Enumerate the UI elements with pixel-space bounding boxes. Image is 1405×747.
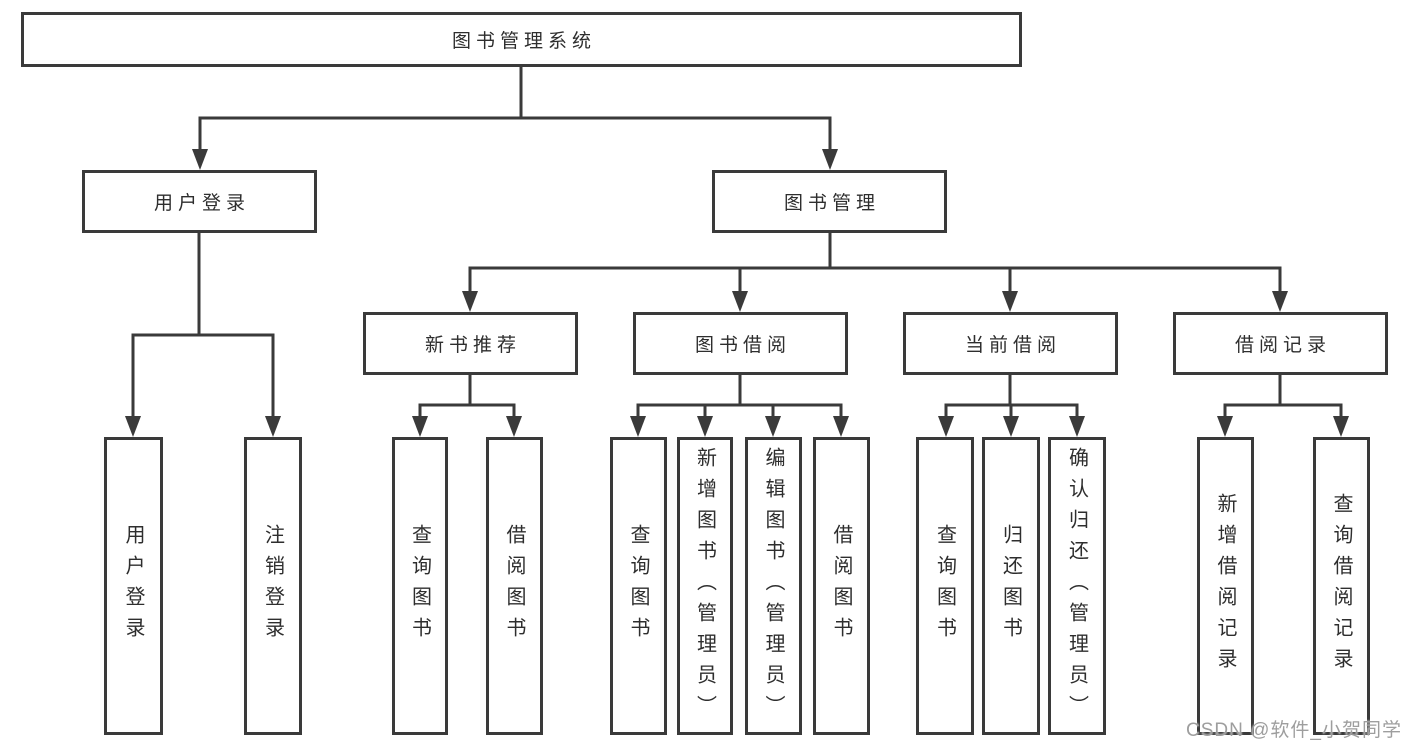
node-label: 查询图书 <box>627 524 649 648</box>
leaf-query-books-3: 查询图书 <box>916 437 974 735</box>
node-user-login: 用户登录 <box>82 170 317 233</box>
leaf-edit-book-admin: 编辑图书（管理员） <box>745 437 802 735</box>
node-label: 用户登录 <box>153 193 250 214</box>
leaf-borrow-books-2: 借阅图书 <box>813 437 870 735</box>
node-label: 图书管理 <box>783 193 880 214</box>
node-root-system: 图书管理系统 <box>21 12 1022 67</box>
node-label: 借阅图书 <box>503 524 525 648</box>
node-label: 归还图书 <box>999 524 1022 648</box>
leaf-user-login: 用户登录 <box>104 437 163 735</box>
leaf-query-borrow-record: 查询借阅记录 <box>1313 437 1370 735</box>
node-book-borrow: 图书借阅 <box>633 312 848 375</box>
node-current-borrow: 当前借阅 <box>903 312 1118 375</box>
node-label: 查询图书 <box>933 524 956 648</box>
node-book-management: 图书管理 <box>712 170 947 233</box>
node-label: 图书借阅 <box>694 335 791 356</box>
node-label: 确认归还（管理员） <box>1065 446 1088 726</box>
node-label: 新增图书（管理员） <box>693 446 716 726</box>
leaf-confirm-return-admin: 确认归还（管理员） <box>1048 437 1106 735</box>
node-label: 编辑图书（管理员） <box>762 446 784 726</box>
node-label: 图书管理系统 <box>451 31 596 52</box>
node-label: 借阅图书 <box>830 524 852 648</box>
node-label: 当前借阅 <box>964 335 1061 356</box>
node-label: 查询图书 <box>408 524 431 648</box>
node-label: 新增借阅记录 <box>1214 493 1236 679</box>
node-new-book-recommend: 新书推荐 <box>363 312 578 375</box>
node-borrow-records: 借阅记录 <box>1173 312 1388 375</box>
leaf-borrow-books-1: 借阅图书 <box>486 437 543 735</box>
csdn-watermark: CSDN @软件_小贺同学 <box>1186 720 1402 741</box>
arrowheads <box>125 149 1349 437</box>
leaf-query-books-1: 查询图书 <box>392 437 448 735</box>
leaf-query-books-2: 查询图书 <box>610 437 667 735</box>
node-label: 新书推荐 <box>424 335 521 356</box>
leaf-logout: 注销登录 <box>244 437 302 735</box>
node-label: 注销登录 <box>261 524 284 648</box>
leaf-add-book-admin: 新增图书（管理员） <box>677 437 733 735</box>
node-label: 查询借阅记录 <box>1330 493 1352 679</box>
leaf-add-borrow-record: 新增借阅记录 <box>1197 437 1254 735</box>
leaf-return-book: 归还图书 <box>982 437 1040 735</box>
node-label: 借阅记录 <box>1234 335 1331 356</box>
node-label: 用户登录 <box>122 524 144 648</box>
